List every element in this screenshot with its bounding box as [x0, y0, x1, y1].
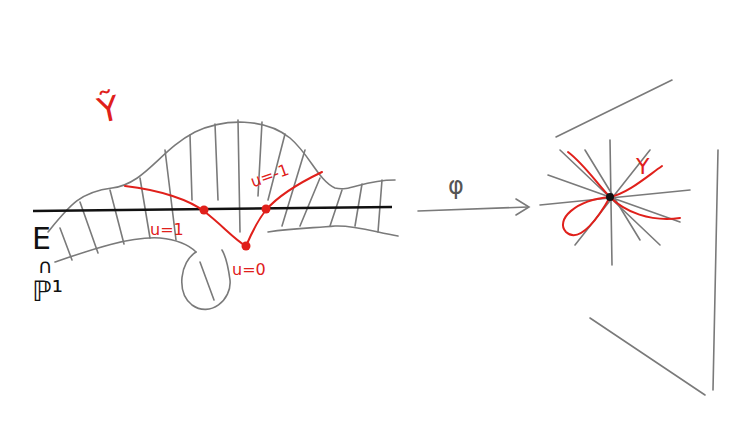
- image-curve: [563, 152, 680, 235]
- pencil-line: [610, 140, 612, 265]
- pencil-line: [575, 150, 650, 245]
- ruling: [140, 178, 150, 238]
- surface-edge: [55, 238, 196, 262]
- point: [262, 205, 271, 214]
- points: [200, 205, 271, 251]
- surface: [48, 120, 398, 309]
- parameter-label: u=0: [232, 262, 266, 278]
- ruling: [60, 228, 72, 260]
- curve-name: Ỹ: [95, 90, 122, 128]
- arrow-shaft: [418, 207, 528, 211]
- inclusion-symbol: ∩: [38, 256, 53, 276]
- plane-edge: [556, 80, 672, 137]
- arrow-head: [516, 199, 529, 215]
- curve-name: Y: [636, 156, 649, 178]
- ruling: [300, 178, 320, 226]
- ruling: [110, 190, 124, 244]
- strict-transform: [125, 172, 322, 246]
- curve-branch: [568, 152, 680, 219]
- divisor-name: E: [32, 224, 51, 254]
- ruling: [238, 120, 240, 232]
- surface-edge: [48, 122, 395, 232]
- point: [200, 206, 209, 215]
- curve-branch: [125, 186, 246, 246]
- ruling: [355, 184, 362, 226]
- target-surface: [540, 80, 718, 395]
- map-arrow: [418, 199, 529, 215]
- point: [242, 242, 251, 251]
- ruling: [190, 135, 192, 200]
- plane-edge: [713, 150, 718, 390]
- ruling: [200, 262, 214, 300]
- surface-fold: [182, 250, 230, 309]
- ruling: [215, 124, 218, 200]
- divisor-line: [33, 207, 392, 211]
- parameter-label: u=-1: [248, 162, 291, 191]
- map-name: φ: [448, 174, 464, 198]
- plane-edge: [590, 318, 705, 395]
- projective-line: ℙ¹: [32, 278, 63, 306]
- singular-point: [606, 193, 614, 201]
- parameter-label: u=1: [150, 222, 184, 238]
- pencil-line: [585, 150, 640, 240]
